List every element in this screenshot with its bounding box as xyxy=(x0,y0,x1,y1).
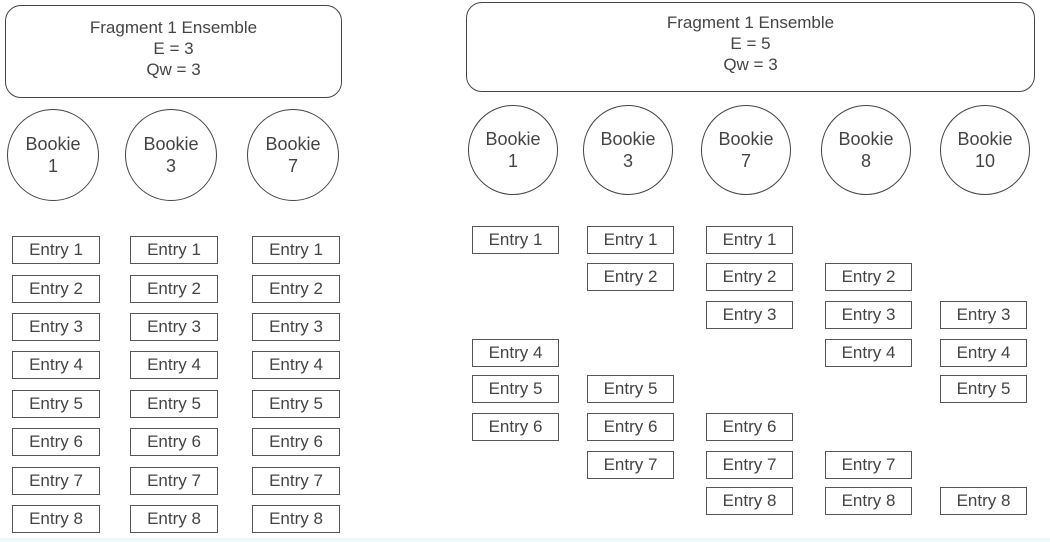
left-ensemble-box: Fragment 1 Ensemble E = 3 Qw = 3 xyxy=(5,5,342,98)
bookie-label: Bookie xyxy=(485,129,541,149)
left-bookie-3-entry-8: Entry 8 xyxy=(130,505,218,533)
left-bookie-1-entry-1: Entry 1 xyxy=(12,236,100,264)
right-bookie-3-entry-6: Entry 6 xyxy=(587,413,674,441)
right-bookie-8-entry-2: Entry 2 xyxy=(825,263,912,291)
right-bookie-7-entry-2: Entry 2 xyxy=(706,263,793,291)
bookie-id: 10 xyxy=(974,151,996,171)
right-bookie-10-entry-5: Entry 5 xyxy=(940,375,1027,403)
left-bookie-3-entry-7: Entry 7 xyxy=(130,467,218,495)
right-bookie-10-entry-3: Entry 3 xyxy=(940,301,1027,329)
bookie-id: 1 xyxy=(507,151,518,171)
bookie-id: 7 xyxy=(287,156,298,176)
left-bookie-7-entry-7: Entry 7 xyxy=(252,467,340,495)
right-ensemble-box: Fragment 1 Ensemble E = 5 Qw = 3 xyxy=(466,2,1035,92)
left-bookie-1-entry-7: Entry 7 xyxy=(12,467,100,495)
left-bookie-1-entry-6: Entry 6 xyxy=(12,428,100,456)
right-bookie-1-entry-5: Entry 5 xyxy=(472,375,559,403)
left-bookie-7-entry-8: Entry 8 xyxy=(252,505,340,533)
right-bookie-8-entry-4: Entry 4 xyxy=(825,339,912,367)
right-bookie-3-entry-7: Entry 7 xyxy=(587,451,674,479)
right-ensemble-e: E = 5 xyxy=(730,34,771,53)
left-bookie-7-entry-4: Entry 4 xyxy=(252,351,340,379)
right-bookie-7-entry-3: Entry 3 xyxy=(706,301,793,329)
bookie-id: 7 xyxy=(740,151,751,171)
left-bookie-1-entry-8: Entry 8 xyxy=(12,505,100,533)
left-bookie-7-entry-6: Entry 6 xyxy=(252,428,340,456)
bookie-label: Bookie xyxy=(265,134,321,154)
left-bookie-3-entry-1: Entry 1 xyxy=(130,236,218,264)
bookie-label: Bookie xyxy=(838,129,894,149)
bottom-strip xyxy=(0,538,1050,542)
right-bookie-7-entry-6: Entry 6 xyxy=(706,413,793,441)
left-bookie-3-entry-2: Entry 2 xyxy=(130,275,218,303)
bookie-label: Bookie xyxy=(25,134,81,154)
right-bookie-1-entry-6: Entry 6 xyxy=(472,413,559,441)
left-bookie-1-entry-2: Entry 2 xyxy=(12,275,100,303)
right-bookie-3-entry-1: Entry 1 xyxy=(587,226,674,254)
left-ensemble-title: Fragment 1 Ensemble xyxy=(89,18,258,37)
left-bookie-7-entry-2: Entry 2 xyxy=(252,275,340,303)
bookie-id: 8 xyxy=(860,151,871,171)
right-bookie-10-entry-4: Entry 4 xyxy=(940,339,1027,367)
right-ensemble-title: Fragment 1 Ensemble xyxy=(666,13,835,32)
bookie-id: 3 xyxy=(165,156,176,176)
right-ensemble-qw: Qw = 3 xyxy=(723,55,778,74)
left-ensemble-e: E = 3 xyxy=(153,39,194,58)
left-bookie-7-entry-1: Entry 1 xyxy=(252,236,340,264)
right-bookie-1-entry-4: Entry 4 xyxy=(472,339,559,367)
bookie-id: 3 xyxy=(622,151,633,171)
left-bookie-7-entry-3: Entry 3 xyxy=(252,313,340,341)
bookie-id: 1 xyxy=(47,156,58,176)
bookie-label: Bookie xyxy=(957,129,1013,149)
left-bookie-3-entry-3: Entry 3 xyxy=(130,313,218,341)
right-bookie-7-entry-7: Entry 7 xyxy=(706,451,793,479)
bookie-label: Bookie xyxy=(143,134,199,154)
right-bookie-7-entry-8: Entry 8 xyxy=(706,487,793,515)
right-bookie-8-entry-7: Entry 7 xyxy=(825,451,912,479)
right-bookie-8-entry-8: Entry 8 xyxy=(825,487,912,515)
bookie-label: Bookie xyxy=(600,129,656,149)
left-bookie-7-entry-5: Entry 5 xyxy=(252,390,340,418)
left-bookie-1-entry-4: Entry 4 xyxy=(12,351,100,379)
left-bookie-3-entry-5: Entry 5 xyxy=(130,390,218,418)
left-bookie-1-entry-3: Entry 3 xyxy=(12,313,100,341)
right-bookie-8-entry-3: Entry 3 xyxy=(825,301,912,329)
right-bookie-3-entry-5: Entry 5 xyxy=(587,375,674,403)
left-bookie-1-entry-5: Entry 5 xyxy=(12,390,100,418)
left-bookie-3-entry-4: Entry 4 xyxy=(130,351,218,379)
bookie-label: Bookie xyxy=(718,129,774,149)
right-bookie-3-entry-2: Entry 2 xyxy=(587,263,674,291)
left-ensemble-qw: Qw = 3 xyxy=(146,60,201,79)
right-bookie-7-entry-1: Entry 1 xyxy=(706,226,793,254)
right-bookie-10-entry-8: Entry 8 xyxy=(940,487,1027,515)
right-bookie-1-entry-1: Entry 1 xyxy=(472,226,559,254)
left-bookie-3-entry-6: Entry 6 xyxy=(130,428,218,456)
